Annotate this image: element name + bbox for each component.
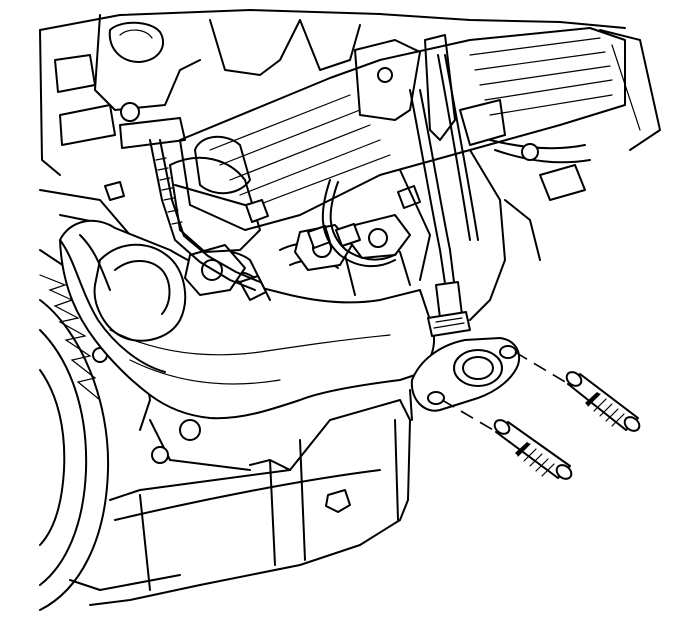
heat-shield xyxy=(169,156,261,253)
manifold-bolt xyxy=(245,199,269,223)
oxygen-sensor xyxy=(427,281,471,337)
exhaust-stud-upper xyxy=(565,371,641,432)
right-bracket xyxy=(354,29,661,201)
exhaust-stud-lower xyxy=(493,419,573,480)
manifold-flange xyxy=(409,337,520,421)
right-engine-outline xyxy=(399,149,541,321)
manifold-bolt xyxy=(104,181,125,201)
stud-alignment-lines xyxy=(441,351,573,435)
exhaust-manifold xyxy=(59,214,435,420)
oil-pan xyxy=(69,399,411,606)
sensor-wire xyxy=(149,54,479,291)
cylinder-head xyxy=(39,9,626,176)
manifold-bolt xyxy=(335,223,361,247)
valve-cover xyxy=(179,27,626,231)
